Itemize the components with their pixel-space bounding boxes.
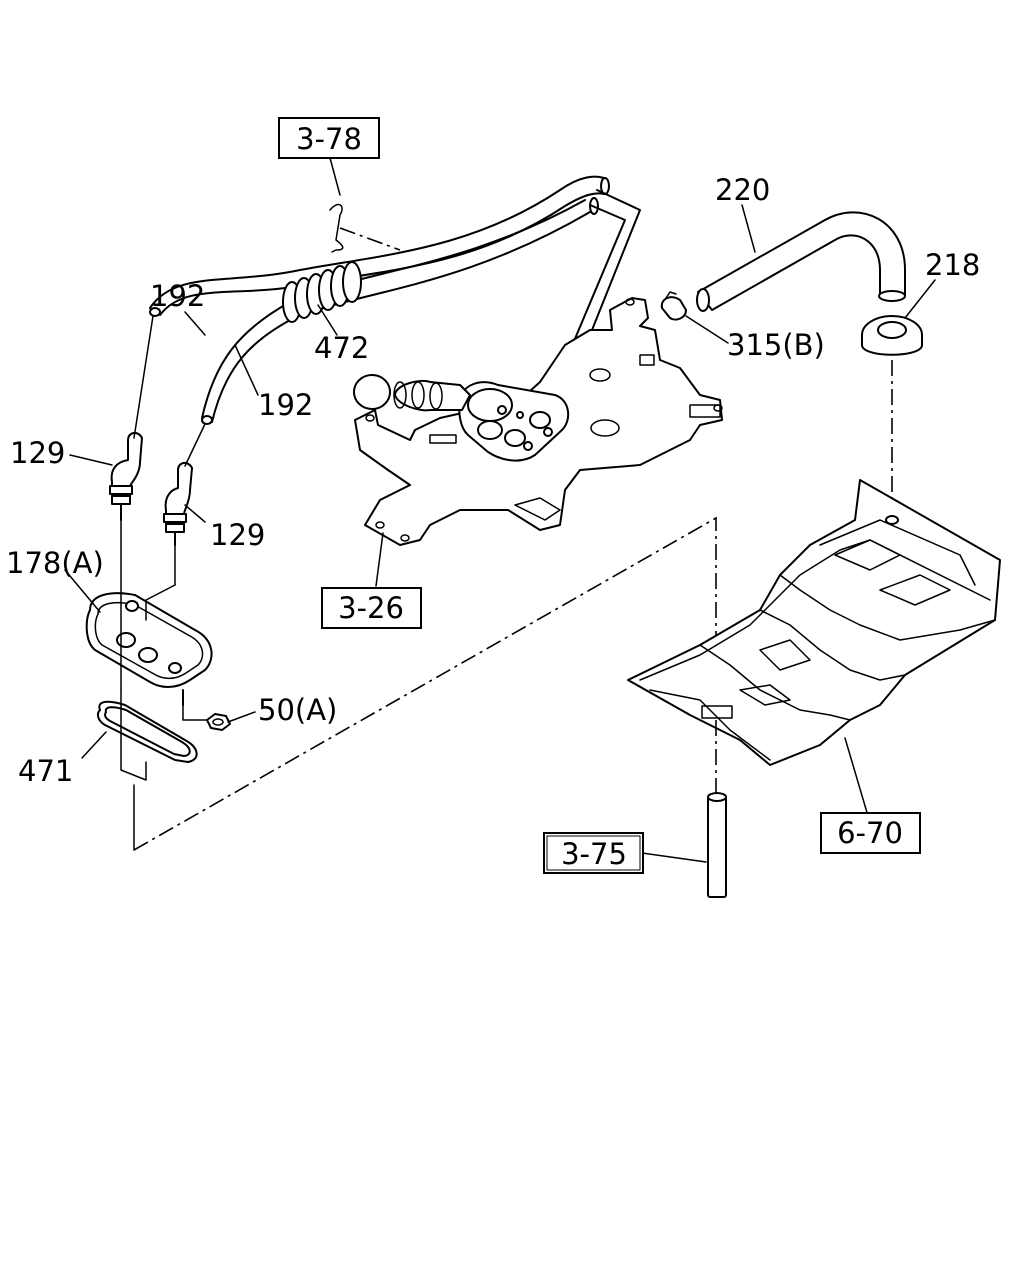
ref-box-3-78[interactable]: 3-78 — [278, 117, 380, 159]
gasket-471 — [96, 700, 198, 763]
part-label-178a: 178(A) — [6, 546, 104, 580]
break-symbol-3-78 — [329, 157, 401, 253]
ref-label-6-70: 6-70 — [837, 816, 903, 850]
dashdot-tank-line — [133, 516, 717, 851]
ref-box-3-75[interactable]: 3-75 — [543, 832, 644, 874]
grommet-218 — [861, 315, 923, 356]
ref-label-3-78: 3-78 — [296, 122, 362, 156]
part-label-315b: 315(B) — [727, 328, 825, 362]
nut-50 — [206, 713, 231, 731]
seal-plate-178 — [85, 592, 213, 706]
hose-assembly — [149, 175, 641, 425]
canister-bracket — [353, 297, 723, 546]
ref-label-3-75: 3-75 — [561, 837, 627, 871]
part-label-472: 472 — [314, 331, 369, 365]
elbow-fitting-left — [109, 432, 143, 521]
part-label-471: 471 — [18, 754, 73, 788]
fuel-tank — [627, 479, 1001, 766]
part-label-50a: 50(A) — [258, 693, 337, 727]
ref-box-6-70[interactable]: 6-70 — [820, 812, 921, 854]
alignment-lines-left — [120, 519, 208, 851]
part-label-220: 220 — [715, 173, 770, 207]
elbow-fitting-right — [163, 462, 193, 546]
part-label-129-left: 129 — [10, 436, 65, 470]
part-label-218: 218 — [925, 248, 980, 282]
part-label-192-upper: 192 — [150, 279, 205, 313]
ref-box-3-26[interactable]: 3-26 — [321, 587, 422, 629]
ref-label-3-26: 3-26 — [338, 591, 404, 625]
tube-3-75 — [707, 720, 727, 898]
hose-220 — [696, 211, 906, 312]
sleeve-472 — [282, 261, 362, 323]
part-label-192-lower: 192 — [258, 388, 313, 422]
clamp-315 — [660, 291, 687, 321]
part-label-129-right: 129 — [210, 518, 265, 552]
leader-lines — [64, 204, 936, 863]
